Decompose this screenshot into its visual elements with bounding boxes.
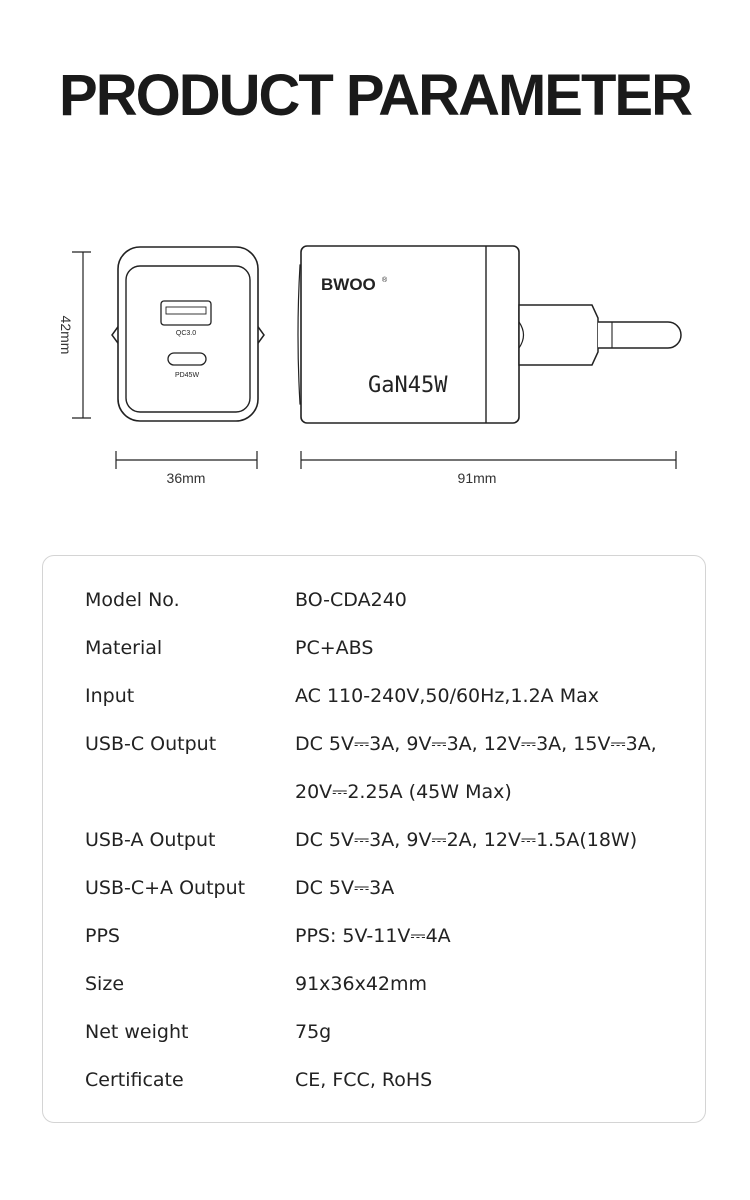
spec-value: CE, FCC, RoHS: [295, 1069, 433, 1091]
spec-value: PC+ABS: [295, 637, 374, 659]
spec-label: Size: [85, 973, 125, 995]
spec-row-size: Size 91x36x42mm: [43, 964, 707, 1004]
spec-label: Model No.: [85, 589, 180, 611]
height-label: 42mm: [58, 316, 74, 355]
spec-row-usb-ca-output: USB-C+A Output DC 5V⎓3A: [43, 868, 707, 908]
spec-value: DC 5V⎓3A: [295, 877, 395, 899]
specification-card: Model No. BO-CDA240 Material PC+ABS Inpu…: [42, 555, 706, 1123]
spec-row-certificate: Certificate CE, FCC, RoHS: [43, 1060, 707, 1100]
spec-label: Certificate: [85, 1069, 184, 1091]
side-view: BWOO ® GaN45W: [297, 245, 682, 424]
height-dimension: [72, 251, 91, 419]
spec-value: PPS: 5V-11V⎓4A: [295, 925, 451, 947]
spec-value: DC 5V⎓3A, 9V⎓2A, 12V⎓1.5A(18W): [295, 829, 638, 851]
page-title: PRODUCT PARAMETER: [59, 63, 693, 128]
usb-a-port-label: QC3.0: [176, 330, 196, 337]
usb-c-port: [167, 352, 207, 366]
spec-value: DC 5V⎓3A, 9V⎓3A, 12V⎓3A, 15V⎓3A,: [295, 733, 657, 755]
spec-label: USB-C+A Output: [85, 877, 246, 899]
product-dimension-diagram: QC3.0 PD45W 42mm 36mm BWOO ® GaN45W 91mm: [58, 245, 682, 486]
spec-row-pps: PPS PPS: 5V-11V⎓4A: [43, 916, 707, 956]
gan-power-label: GaN45W: [368, 373, 448, 398]
front-view: QC3.0 PD45W: [111, 246, 265, 422]
spec-value: BO-CDA240: [295, 589, 407, 611]
width-dimension: [115, 451, 258, 469]
spec-row-input: Input AC 110-240V,50/60Hz,1.2A Max: [43, 676, 707, 716]
spec-label: Input: [85, 685, 135, 707]
spec-row-model: Model No. BO-CDA240: [43, 580, 707, 620]
spec-row-usb-c-output-cont: 20V⎓2.25A (45W Max): [43, 772, 707, 812]
usb-c-port-label: PD45W: [175, 372, 200, 379]
spec-row-net-weight: Net weight 75g: [43, 1012, 707, 1052]
spec-value: 75g: [295, 1021, 332, 1043]
brand-registered-mark: ®: [382, 276, 388, 284]
usb-a-port: [160, 300, 212, 326]
width-label: 36mm: [167, 470, 206, 486]
spec-value: 91x36x42mm: [295, 973, 428, 995]
spec-row-usb-a-output: USB-A Output DC 5V⎓3A, 9V⎓2A, 12V⎓1.5A(1…: [43, 820, 707, 860]
spec-label: USB-C Output: [85, 733, 217, 755]
spec-label: PPS: [85, 925, 120, 947]
spec-label: Material: [85, 637, 163, 659]
brand-logo: BWOO: [321, 275, 376, 294]
spec-row-usb-c-output: USB-C Output DC 5V⎓3A, 9V⎓3A, 12V⎓3A, 15…: [43, 724, 707, 764]
spec-value: 20V⎓2.25A (45W Max): [295, 781, 512, 803]
spec-row-material: Material PC+ABS: [43, 628, 707, 668]
length-label: 91mm: [458, 470, 497, 486]
length-dimension: [300, 451, 677, 469]
spec-label: USB-A Output: [85, 829, 216, 851]
spec-value: AC 110-240V,50/60Hz,1.2A Max: [295, 685, 599, 707]
spec-label: Net weight: [85, 1021, 189, 1043]
